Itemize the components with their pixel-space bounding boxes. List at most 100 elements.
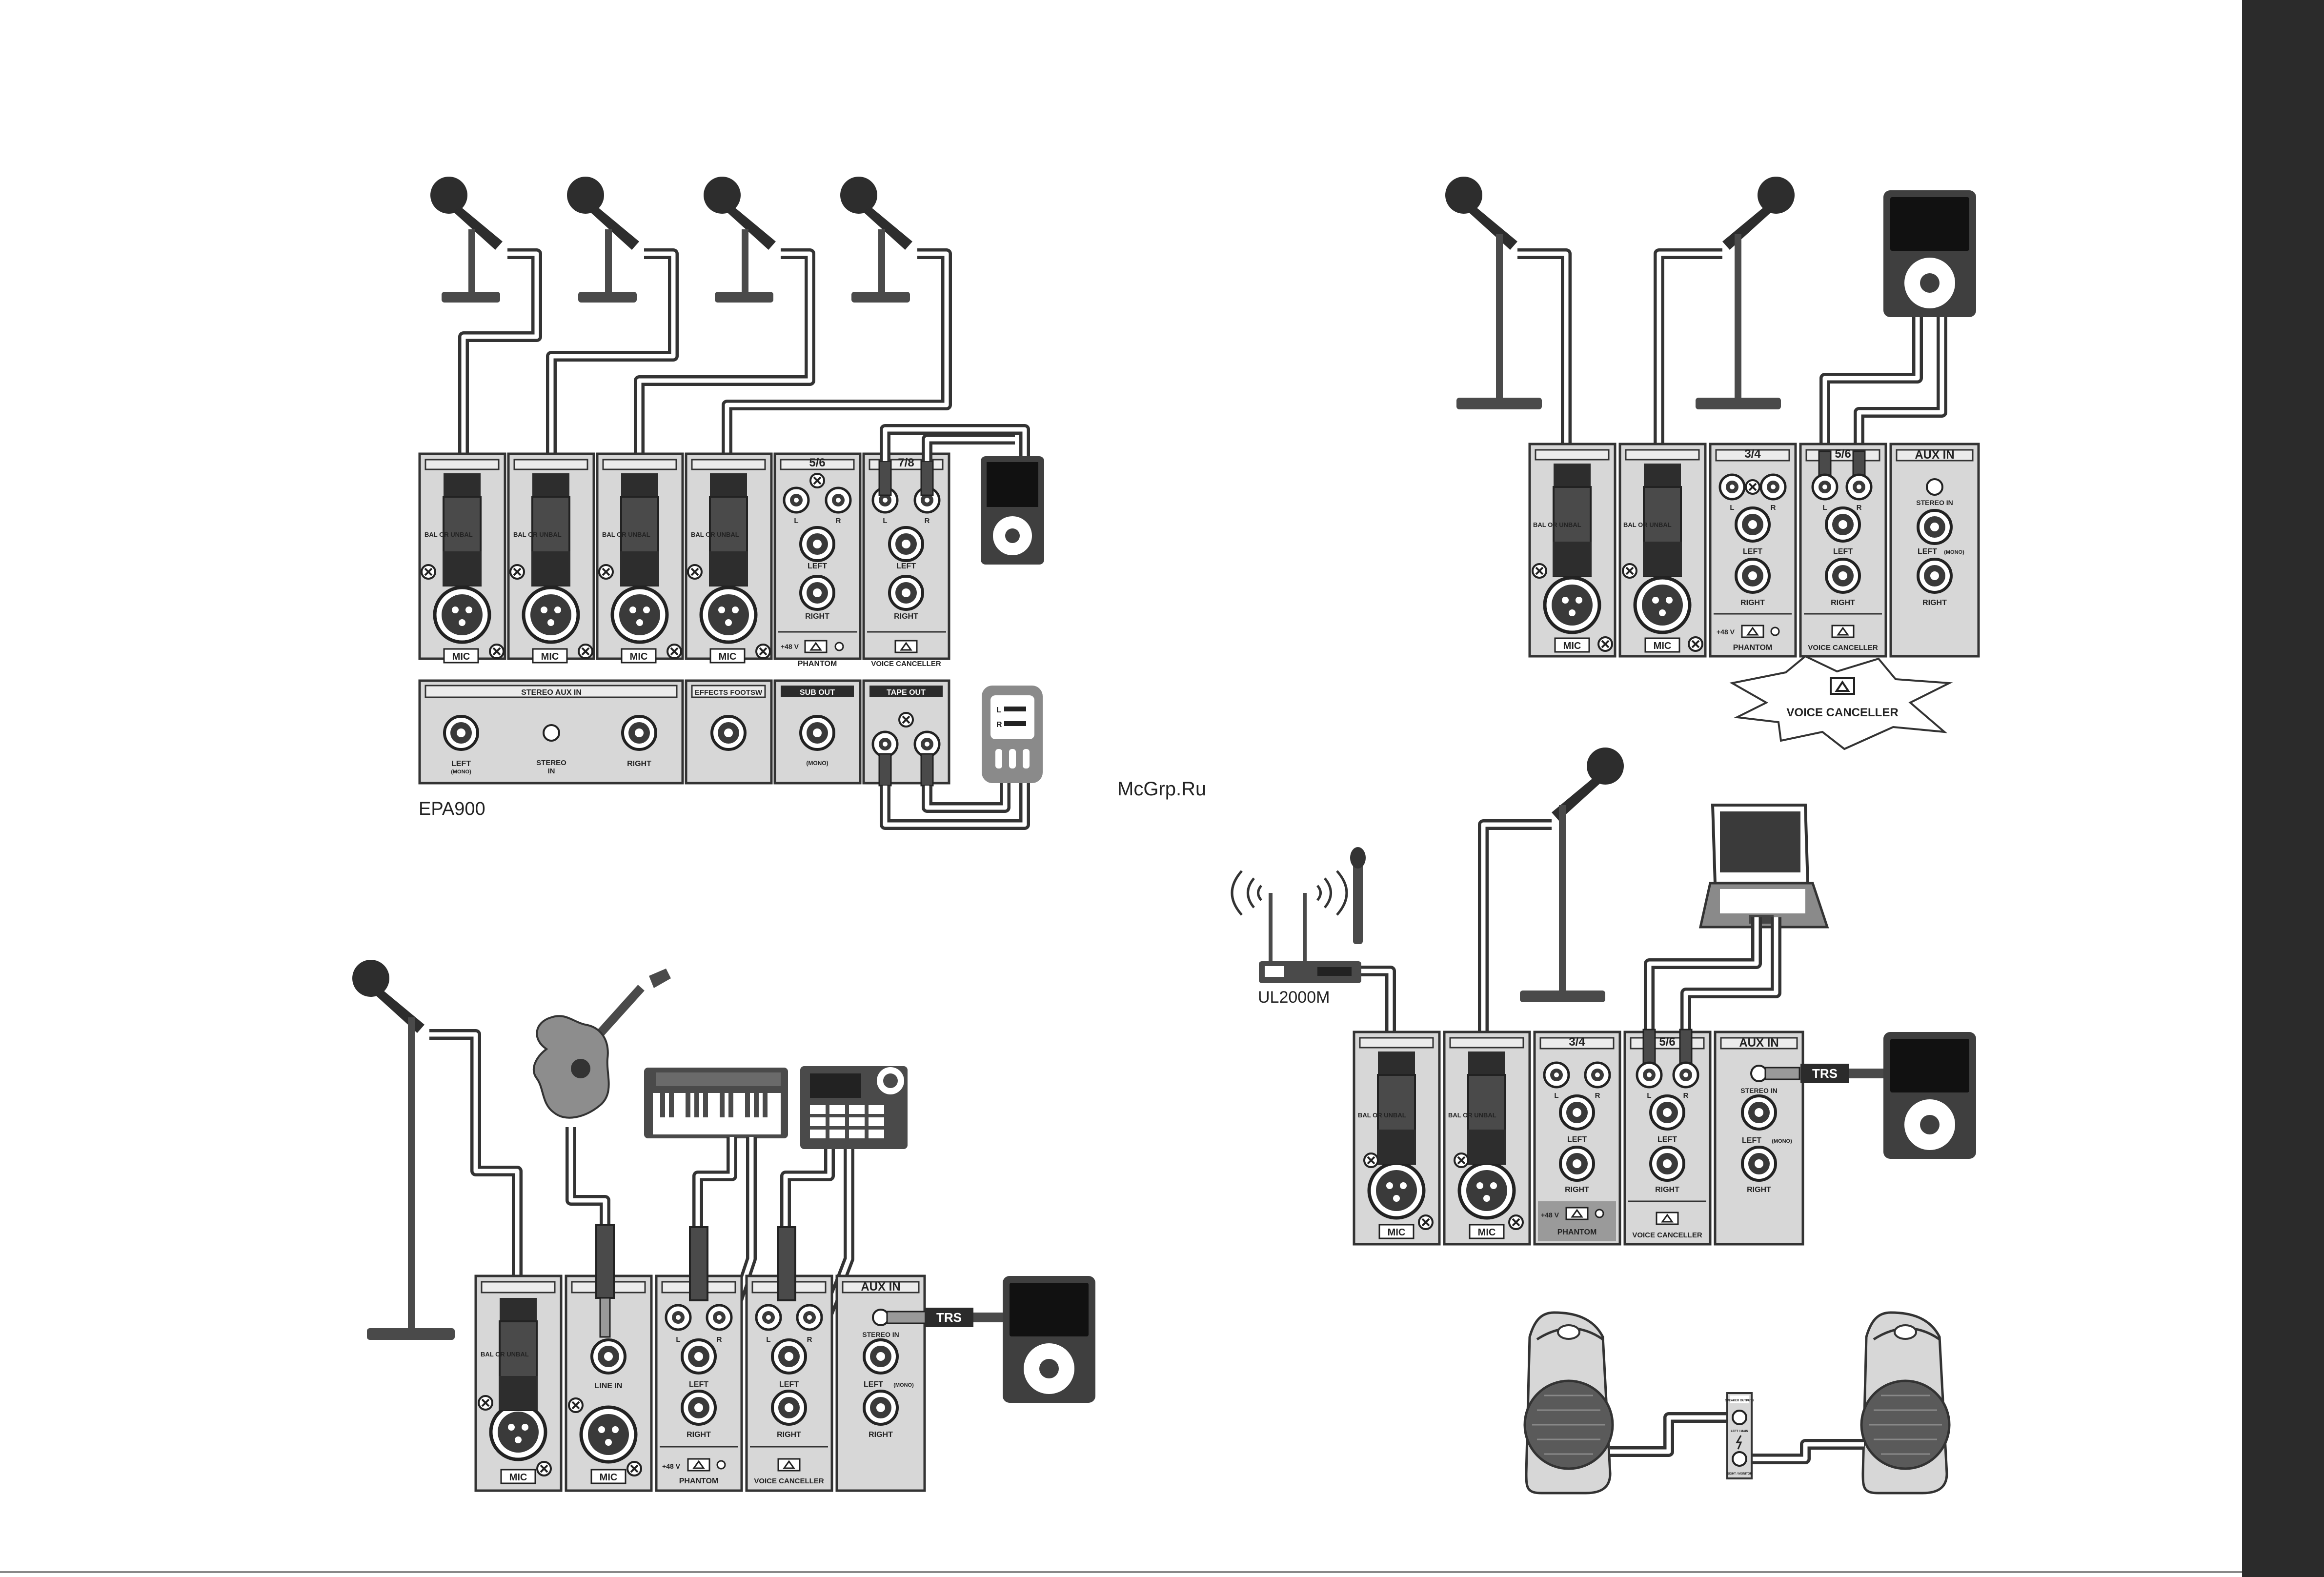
- l-label: L: [794, 517, 798, 525]
- mic-label: MIC: [1563, 641, 1581, 651]
- s2-mic-channel-2: BAL OR UNBAL MIC: [1622, 463, 1703, 653]
- setup-1: BAL OR UNBAL MIC BAL OR UNBAL MIC BAL OR…: [418, 177, 1044, 830]
- sub-out-label: SUB OUT: [800, 688, 835, 697]
- channel-title: 7/8: [898, 456, 914, 469]
- channel-sub-label: BAL OR UNBAL: [513, 531, 562, 538]
- s1-mic-channel-4: BAL OR UNBAL MIC: [687, 472, 771, 664]
- left-label: LEFT: [779, 1380, 799, 1389]
- channel-sub-label: BAL OR UNBAL: [1448, 1112, 1496, 1119]
- phantom-label: PHANTOM: [679, 1477, 719, 1485]
- l-label: L: [1822, 504, 1827, 512]
- setup-4: UL2000M: [1231, 748, 1976, 1246]
- midi-keyboard: [644, 1068, 788, 1138]
- line-in-label: LINE IN: [595, 1382, 623, 1390]
- right-label: RIGHT: [777, 1431, 801, 1439]
- stereo-label: STEREO: [536, 759, 566, 767]
- speaker-right: [1860, 1311, 1951, 1495]
- acoustic-guitar: [533, 969, 671, 1119]
- recorder-l: L: [996, 706, 1001, 714]
- l-label: L: [766, 1335, 770, 1344]
- mono-label: (MONO): [1944, 549, 1964, 555]
- setup-2: BAL OR UNBAL MIC BAL OR UNBAL MIC 3/4 L …: [1445, 177, 1980, 750]
- l-label: L: [1730, 504, 1734, 512]
- channel-sub-label: BAL OR UNBAL: [1358, 1112, 1406, 1119]
- sidebar-strip: [2242, 0, 2324, 1577]
- stereo-in-label: STEREO IN: [862, 1331, 899, 1338]
- stereo-aux-in-label: STEREO AUX IN: [521, 688, 582, 697]
- right-label: RIGHT: [1655, 1186, 1679, 1194]
- left-label: LEFT: [1567, 1135, 1587, 1144]
- mono-label: (MONO): [893, 1382, 914, 1388]
- s1-mp3-player: [981, 456, 1044, 565]
- stereo-in-label: STEREO IN: [1740, 1087, 1777, 1094]
- left-label: LEFT: [896, 562, 916, 570]
- left-label: LEFT: [1657, 1135, 1677, 1144]
- r-label: R: [1771, 504, 1776, 512]
- right-label: RIGHT: [1740, 599, 1765, 607]
- s4-mic-channel-2: BAL OR UNBAL MIC: [1448, 1051, 1524, 1239]
- r-label: R: [1857, 504, 1862, 512]
- s4-mp3-player: [1883, 1032, 1976, 1159]
- left-main-label: LEFT / MAIN: [1731, 1430, 1748, 1433]
- mic-label: MIC: [1654, 641, 1672, 651]
- ul2000m-label: UL2000M: [1258, 988, 1330, 1007]
- trs-label: TRS: [936, 1310, 962, 1325]
- s2-ch56: 5/6 L R LEFT RIGHT VOICE CANCELLER: [1804, 447, 1882, 652]
- channel-sub-label: BAL OR UNBAL: [691, 531, 739, 538]
- mic-label: MIC: [1388, 1227, 1406, 1238]
- desk-mic-1: [430, 177, 503, 303]
- watermark: McGrp.Ru: [1117, 778, 1206, 800]
- voice-canceller-burst: VOICE CANCELLER: [1729, 655, 1953, 750]
- mic-label: MIC: [452, 651, 470, 662]
- left-label: LEFT: [689, 1380, 708, 1389]
- s3-ch34: L R LEFT RIGHT +48 V PHANTOM: [660, 1226, 738, 1485]
- model-label: EPA900: [419, 799, 485, 819]
- left-label: LEFT: [808, 562, 827, 570]
- phantom-value: +48 V: [1717, 628, 1735, 636]
- left-label: LEFT: [864, 1380, 883, 1389]
- r-label: R: [1683, 1092, 1689, 1100]
- channel-title: 5/6: [809, 456, 825, 469]
- r-label: R: [717, 1335, 722, 1344]
- left-label: LEFT: [1743, 547, 1762, 556]
- floor-mic-2: [1696, 177, 1795, 409]
- s2-mic-channel-1: BAL OR UNBAL MIC: [1532, 463, 1613, 653]
- s1-ch56: 5/6 L R LEFT RIGHT +48 V PHANTOM: [778, 456, 857, 668]
- channel-title: 3/4: [1744, 447, 1761, 461]
- voice-canceller-label: VOICE CANCELLER: [871, 660, 941, 668]
- mono-label: (MONO): [451, 769, 471, 775]
- channel-sub-label: BAL OR UNBAL: [481, 1351, 529, 1358]
- mic-label: MIC: [541, 651, 559, 662]
- phantom-value: +48 V: [1541, 1211, 1559, 1219]
- phantom-label: PHANTOM: [1733, 644, 1773, 652]
- voice-canceller-label: VOICE CANCELLER: [754, 1477, 824, 1485]
- r-label: R: [1595, 1092, 1600, 1100]
- right-label: RIGHT: [1831, 599, 1855, 607]
- s3-ch56: L R LEFT RIGHT VOICE CANCELLER: [750, 1226, 828, 1485]
- right-label: RIGHT: [687, 1431, 711, 1439]
- s1-mic-channel-2: BAL OR UNBAL MIC: [509, 472, 593, 664]
- trs-label: TRS: [1812, 1066, 1838, 1081]
- mic-label: MIC: [509, 1472, 527, 1483]
- channel-sub-label: BAL OR UNBAL: [424, 531, 473, 538]
- right-label: RIGHT: [869, 1431, 893, 1439]
- r-label: R: [836, 517, 841, 525]
- channel-title: 5/6: [1659, 1035, 1675, 1049]
- floor-mic-3: [352, 960, 455, 1340]
- s3-mp3-player: [1003, 1276, 1095, 1403]
- s3-mic-channel-1: BAL OR UNBAL MIC: [478, 1297, 552, 1484]
- tape-out-label: TAPE OUT: [887, 688, 926, 697]
- l-label: L: [1647, 1092, 1651, 1100]
- mic-label: MIC: [1478, 1227, 1496, 1238]
- l-label: L: [676, 1335, 680, 1344]
- s2-aux-in: AUX IN STEREO IN LEFT (MONO) RIGHT: [1915, 448, 1964, 607]
- setup-5: SPEAKER OUTPUTS LEFT / MAIN RIGHT / MONI…: [1523, 1311, 1951, 1495]
- desk-mic-2: [567, 177, 639, 303]
- right-label: RIGHT: [1922, 599, 1947, 607]
- channel-title: 3/4: [1569, 1035, 1585, 1049]
- s4-ch56: 5/6 L R LEFT RIGHT VOICE CANCELLER: [1628, 1029, 1706, 1239]
- s1-mic-channel-1: BAL OR UNBAL MIC: [421, 472, 505, 664]
- l-label: L: [1554, 1092, 1558, 1100]
- phantom-label: PHANTOM: [1557, 1228, 1597, 1236]
- right-label: RIGHT: [1565, 1186, 1589, 1194]
